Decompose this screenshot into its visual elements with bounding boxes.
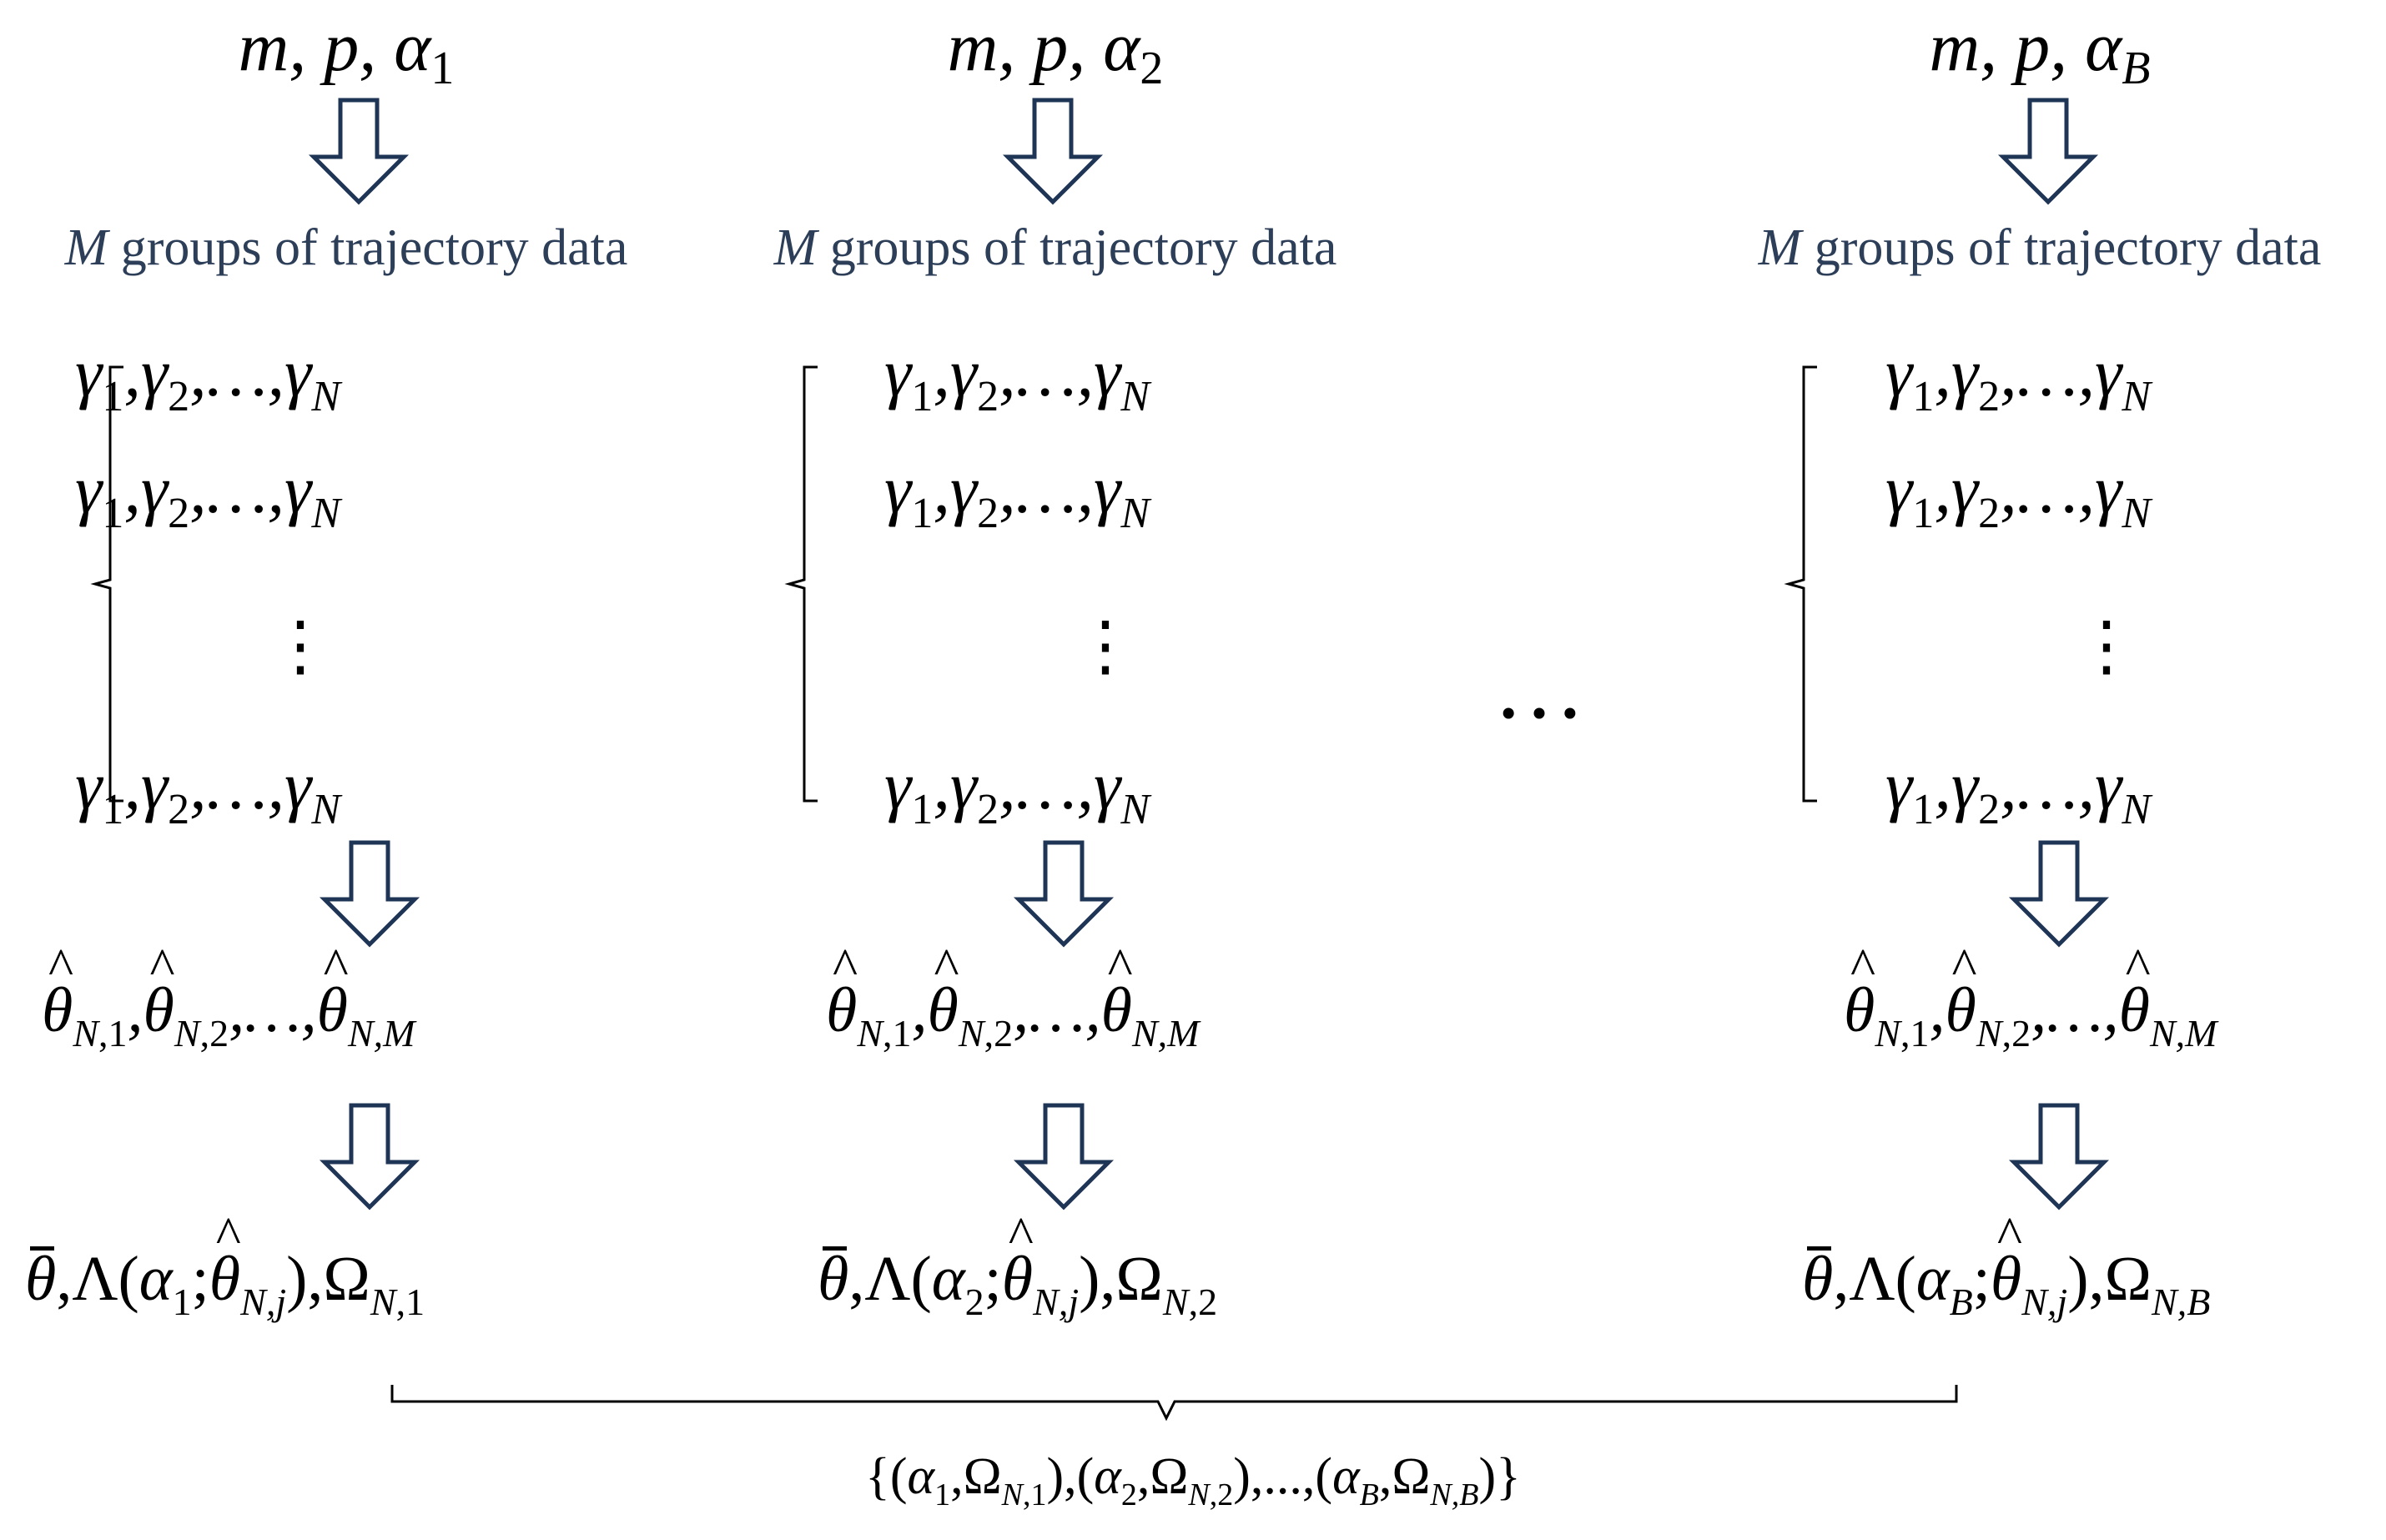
group-bracket — [784, 365, 818, 803]
column-alpha-1: m, p, α1 M groups of trajectory data γ1,… — [0, 0, 692, 1418]
down-arrow-icon — [314, 100, 404, 202]
param-base: m, p, α — [1929, 8, 2122, 86]
down-arrow-icon — [2014, 843, 2104, 944]
vertical-ellipsis: ⋮ — [2073, 610, 2140, 683]
down-arrow-icon — [1008, 100, 1098, 202]
collecting-brace — [390, 1385, 1958, 1422]
down-arrow-icon — [2014, 1105, 2104, 1207]
column-continuation-ellipsis: … — [1493, 636, 1590, 737]
groups-count-symbol: M — [64, 219, 108, 276]
trajectory-row: γ1,γ2,…,γN — [1885, 451, 2152, 537]
groups-count-symbol: M — [773, 219, 818, 276]
groups-count-symbol: M — [1758, 219, 1802, 276]
param-base: m, p, α — [238, 8, 431, 86]
down-arrow-icon — [2003, 100, 2093, 202]
group-bracket — [90, 365, 123, 803]
groups-label: M groups of trajectory data — [0, 219, 692, 278]
trajectory-row: γ1,γ2,…,γN — [75, 451, 341, 537]
trajectory-row: γ1,γ2,…,γN — [75, 747, 341, 833]
estimate-list: θN,1,θN,2,…,θN,M — [826, 936, 1199, 1055]
param-subscript: B — [2122, 43, 2151, 94]
down-arrow-icon — [1019, 1105, 1109, 1207]
result-expression: θ,Λ(αB;θN,j),ΩN,B — [1802, 1205, 2210, 1324]
result-expression: θ,Λ(α2;θN,j),ΩN,2 — [818, 1205, 1217, 1324]
parameter-label: m, p, α1 — [0, 7, 692, 95]
param-subscript: 2 — [1140, 43, 1164, 94]
trajectory-row: γ1,γ2,…,γN — [1885, 335, 2152, 420]
param-base: m, p, α — [947, 8, 1140, 86]
groups-text: groups of trajectory data — [1801, 219, 2322, 276]
vertical-ellipsis: ⋮ — [267, 610, 334, 683]
groups-text: groups of trajectory data — [817, 219, 1337, 276]
column-alpha-2: m, p, α2 M groups of trajectory data γ1,… — [692, 0, 1418, 1418]
groups-text: groups of trajectory data — [108, 219, 628, 276]
result-expression: θ,Λ(α1;θN,j),ΩN,1 — [25, 1205, 425, 1324]
final-set: {(α1,ΩN,1),(α2,ΩN,2),...,(αB,ΩN,B)} — [865, 1448, 1521, 1512]
trajectory-row: γ1,γ2,…,γN — [884, 747, 1150, 833]
group-bracket — [1784, 365, 1817, 803]
trajectory-row: γ1,γ2,…,γN — [1885, 747, 2152, 833]
trajectory-row: γ1,γ2,…,γN — [75, 335, 341, 420]
param-subscript: 1 — [430, 43, 455, 94]
parameter-label: m, p, αB — [1694, 7, 2386, 95]
parameter-label: m, p, α2 — [692, 7, 1418, 95]
column-alpha-B: m, p, αB M groups of trajectory data γ1,… — [1694, 0, 2386, 1418]
down-arrow-icon — [1019, 843, 1109, 944]
trajectory-row: γ1,γ2,…,γN — [884, 335, 1150, 420]
down-arrow-icon — [325, 843, 415, 944]
vertical-ellipsis: ⋮ — [1072, 610, 1139, 683]
estimate-list: θN,1,θN,2,…,θN,M — [42, 936, 415, 1055]
groups-label: M groups of trajectory data — [692, 219, 1418, 278]
trajectory-row: γ1,γ2,…,γN — [884, 451, 1150, 537]
groups-label: M groups of trajectory data — [1694, 219, 2386, 278]
estimate-list: θN,1,θN,2,…,θN,M — [1844, 936, 2217, 1055]
down-arrow-icon — [325, 1105, 415, 1207]
